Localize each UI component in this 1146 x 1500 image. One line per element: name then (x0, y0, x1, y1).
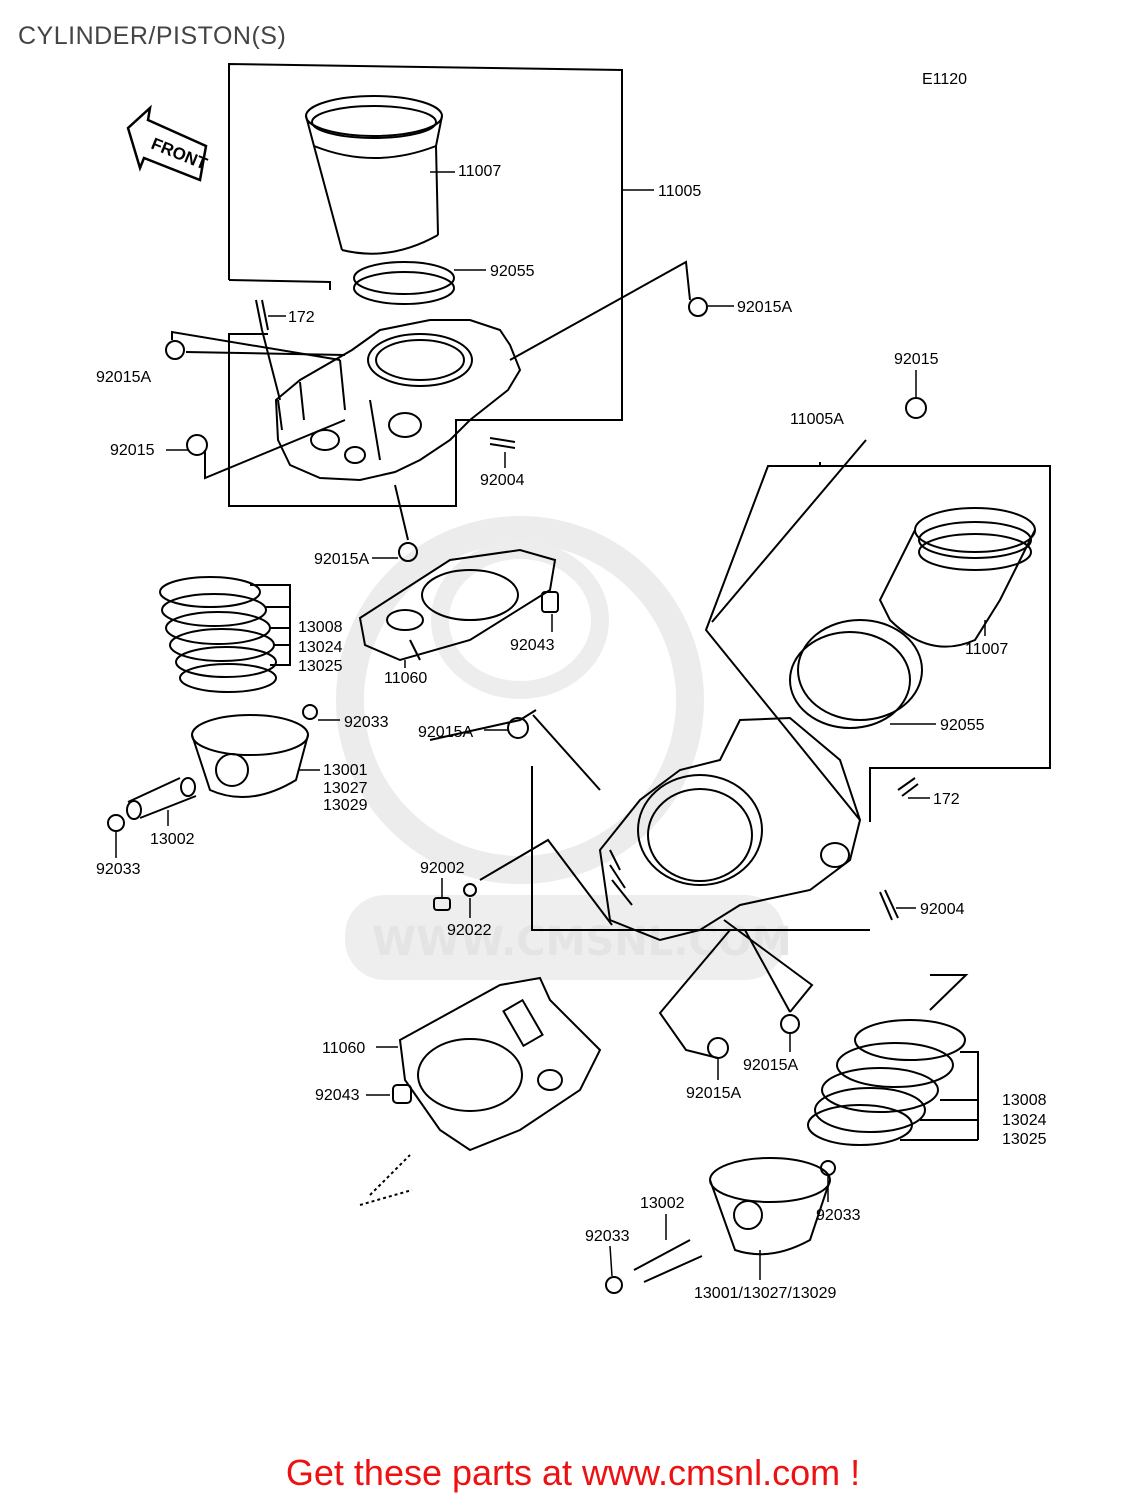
label-13002: 13002 (640, 1195, 685, 1212)
label-172: 172 (933, 791, 960, 808)
label-13008: 13008 (1002, 1092, 1047, 1109)
label-92033: 92033 (344, 714, 389, 731)
label-13024: 13024 (298, 639, 343, 656)
label-92004: 92004 (480, 472, 525, 489)
label-92043: 92043 (510, 637, 555, 654)
label-11060: 11060 (384, 670, 427, 687)
label-92043: 92043 (315, 1087, 360, 1104)
label-92015A: 92015A (314, 551, 369, 568)
label-92033: 92033 (96, 861, 141, 878)
label-13002: 13002 (150, 831, 195, 848)
label-11007: 11007 (965, 641, 1008, 658)
watermark-text: WWW.CMSNL.COM (372, 919, 792, 965)
label-92022: 92022 (447, 922, 492, 939)
label-13001-13027-13029: 13001/13027/13029 (694, 1285, 836, 1302)
part-labels: 11007 11005 92055 92015A 172 92015A 9201… (96, 163, 1047, 1302)
footer-link[interactable]: Get these parts at www.cmsnl.com ! (285, 1452, 861, 1493)
label-92015: 92015 (894, 351, 939, 368)
label-92015A: 92015A (418, 724, 473, 741)
label-92055: 92055 (940, 717, 985, 734)
label-13024: 13024 (1002, 1112, 1047, 1129)
label-11060: 11060 (322, 1040, 365, 1057)
label-13001: 13001 (323, 762, 368, 779)
label-92055: 92055 (490, 263, 535, 280)
label-172: 172 (288, 309, 315, 326)
label-13025: 13025 (1002, 1131, 1047, 1148)
label-92004: 92004 (920, 901, 965, 918)
label-13027: 13027 (323, 780, 368, 797)
label-92033: 92033 (816, 1207, 861, 1224)
label-92015A: 92015A (686, 1085, 741, 1102)
front-arrow-icon: FRONT (126, 104, 210, 182)
label-11007: 11007 (458, 163, 501, 180)
label-92015: 92015 (110, 442, 155, 459)
label-13029: 13029 (323, 797, 368, 814)
label-92015A: 92015A (737, 299, 792, 316)
label-92002: 92002 (420, 860, 465, 877)
label-11005: 11005 (658, 183, 701, 200)
label-13025: 13025 (298, 658, 343, 675)
diagram-code: E1120 (922, 71, 967, 88)
label-92015A: 92015A (96, 369, 151, 386)
label-13008: 13008 (298, 619, 343, 636)
label-11005A: 11005A (790, 411, 844, 428)
label-92015A: 92015A (743, 1057, 798, 1074)
label-92033: 92033 (585, 1228, 630, 1245)
page-title: CYLINDER/PISTON(S) (18, 22, 287, 50)
